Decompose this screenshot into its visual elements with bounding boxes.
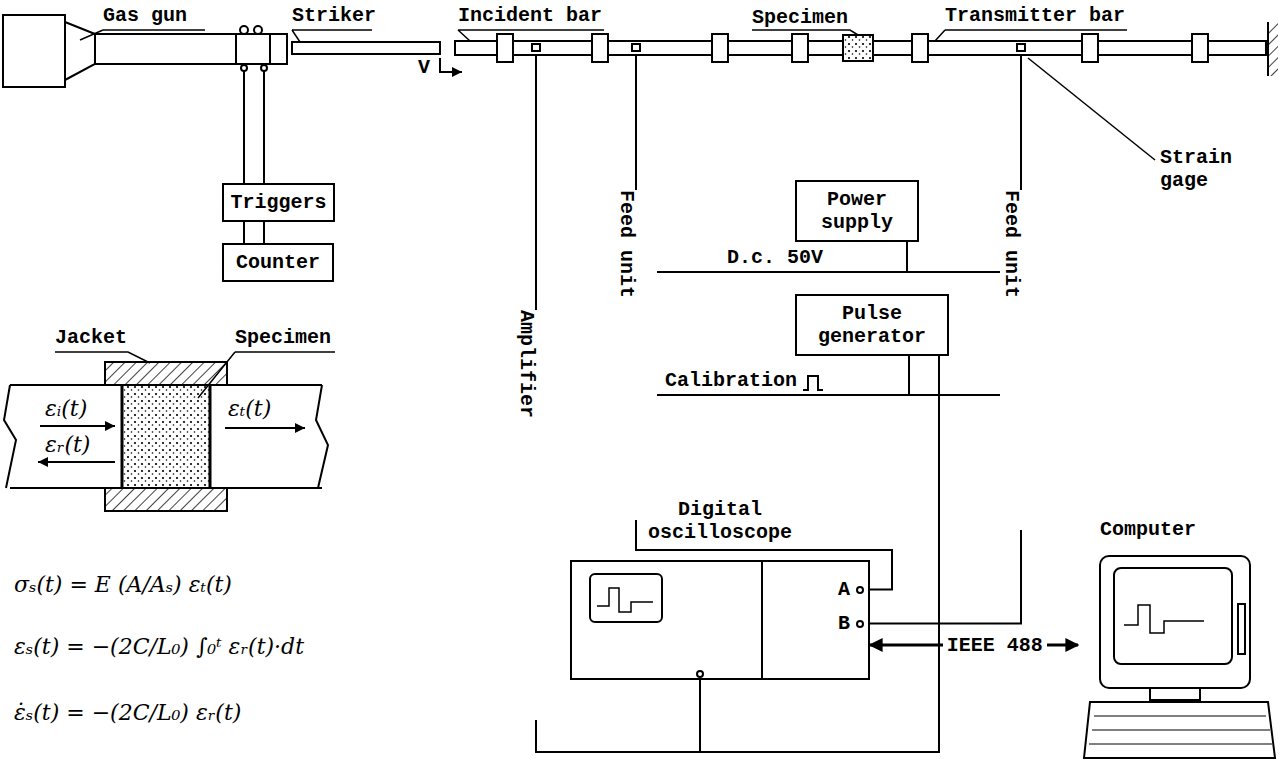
power-supply-box: Power supply	[795, 180, 919, 242]
connector-wire	[244, 222, 264, 243]
part-label: Strain gage	[1160, 146, 1240, 192]
trigger-box: Triggers	[222, 183, 335, 222]
node-label: Computer	[1100, 518, 1196, 541]
part-label: Specimen	[752, 6, 848, 29]
wire-label: Calibration	[665, 369, 797, 392]
connector-wire	[870, 530, 1021, 624]
terminal-label: B	[838, 612, 850, 635]
part-label: Striker	[292, 4, 376, 27]
connector-wire	[536, 356, 939, 752]
velocity-label: V	[418, 56, 430, 79]
feed-unit-box: Feed unit	[615, 190, 657, 520]
computer-node: Computer	[1078, 518, 1276, 760]
node-label: Amplifier	[515, 310, 538, 418]
connector-wire	[909, 356, 1000, 395]
part-label: Jacket	[55, 326, 127, 349]
connector-wire	[907, 242, 1000, 272]
signal-label: εᵣ(t)	[45, 432, 90, 457]
terminal-label: A	[838, 578, 850, 601]
node-label: Digital oscilloscope	[640, 498, 800, 544]
formula: ε̇ₛ(t) = −(2C/L₀) εᵣ(t)	[14, 700, 241, 726]
node-label: Triggers	[230, 191, 326, 214]
part-label: Incident bar	[458, 4, 602, 27]
node-label: Pulse generator	[801, 302, 943, 348]
amplifier-box: Amplifier	[515, 310, 557, 720]
connector-wire	[657, 242, 907, 272]
pulse-generator-box: Pulse generator	[795, 294, 949, 356]
counter-box: Counter	[222, 243, 334, 282]
part-label: Transmitter bar	[945, 4, 1125, 27]
connector-wire	[657, 356, 909, 395]
node-label: Power supply	[801, 188, 913, 234]
connector-wire	[536, 680, 700, 752]
formula: σₛ(t) = E (A/Aₛ) εₜ(t)	[14, 572, 232, 598]
node-label: Feed unit	[615, 190, 638, 298]
pulse-symbol	[803, 376, 823, 390]
signal-label: εₜ(t)	[228, 396, 271, 421]
wire-label: D.c. 50V	[727, 246, 823, 269]
oscilloscope-box: Digital oscilloscopeAB	[570, 560, 870, 680]
signal-label: εᵢ(t)	[45, 396, 87, 421]
node-label: Feed unit	[1000, 190, 1023, 298]
part-label: Specimen	[235, 326, 331, 349]
part-label: Gas gun	[103, 4, 187, 27]
formula: εₛ(t) = −(2C/L₀) ∫₀ᵗ εᵣ(t)·dt	[14, 634, 304, 660]
node-label: Counter	[236, 251, 320, 274]
wire-label: IEEE 488	[943, 634, 1047, 657]
feed-unit-box: Feed unit	[1000, 190, 1042, 530]
